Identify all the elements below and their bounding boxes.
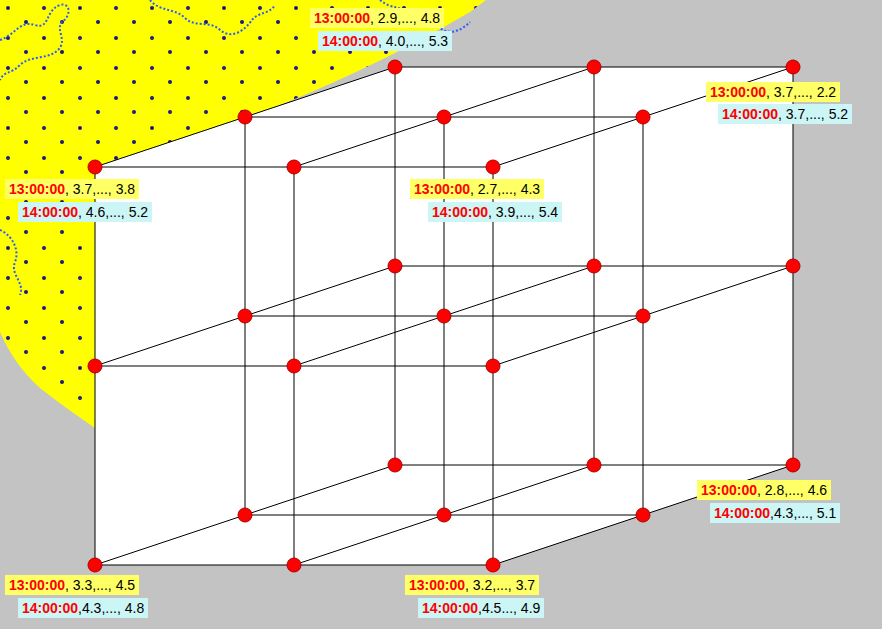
value-list: , 2.9,..., 4.8	[370, 10, 440, 26]
time-stamp: 14:00:00	[22, 204, 78, 220]
time-stamp: 14:00:00	[322, 33, 378, 49]
value-list: , 4.0,..., 5.3	[378, 33, 448, 49]
grid-point	[786, 259, 800, 273]
value-list: , 3.2,..., 3.7	[465, 577, 535, 593]
grid-point	[636, 508, 650, 522]
coastline	[0, 230, 21, 295]
time-label: 13:00:00, 2.7,..., 4.3	[410, 179, 544, 199]
grid-point	[636, 309, 650, 323]
value-list: ,4.3,..., 5.1	[770, 505, 836, 521]
cube-front	[95, 167, 493, 565]
grid-point	[587, 458, 601, 472]
time-label: 13:00:00, 2.8,..., 4.6	[697, 480, 831, 500]
grid-point	[388, 60, 402, 74]
grid-point	[786, 60, 800, 74]
grid-point	[287, 359, 301, 373]
grid-point	[486, 160, 500, 174]
time-stamp: 13:00:00	[9, 181, 65, 197]
grid-point	[287, 558, 301, 572]
coastline	[0, 5, 69, 80]
grid-point	[486, 359, 500, 373]
time-label: 13:00:00, 3.7,..., 3.8	[5, 179, 139, 199]
time-label: 14:00:00, 3.9,..., 5.4	[428, 202, 562, 222]
grid-point	[88, 558, 102, 572]
time-stamp: 14:00:00	[22, 600, 78, 616]
time-label: 14:00:00, 3.7,..., 5.2	[718, 104, 852, 124]
grid-point	[437, 508, 451, 522]
value-list: , 3.7,..., 3.8	[65, 181, 135, 197]
grid-point	[238, 110, 252, 124]
grid-point	[587, 60, 601, 74]
time-label: 13:00:00, 3.2,..., 3.7	[405, 575, 539, 595]
cube	[95, 67, 793, 565]
value-list: , 4.6,..., 5.2	[78, 204, 148, 220]
time-stamp: 13:00:00	[414, 181, 470, 197]
time-label: 14:00:00,4.3,..., 4.8	[18, 598, 148, 618]
time-stamp: 14:00:00	[722, 106, 778, 122]
time-label: 13:00:00, 3.3,..., 4.5	[5, 575, 139, 595]
time-stamp: 14:00:00	[714, 505, 770, 521]
grid-point	[786, 458, 800, 472]
grid-line	[493, 266, 793, 366]
time-stamp: 14:00:00	[422, 600, 478, 616]
grid-point	[88, 160, 102, 174]
time-label: 14:00:00,4.5..., 4.9	[418, 598, 544, 618]
grid-point	[587, 259, 601, 273]
value-list: , 3.3,..., 4.5	[65, 577, 135, 593]
time-stamp: 13:00:00	[314, 10, 370, 26]
grid-point	[388, 458, 402, 472]
value-list: , 3.7,..., 2.2	[766, 84, 836, 100]
value-list: , 2.8,..., 4.6	[757, 482, 827, 498]
grid-point	[287, 160, 301, 174]
value-list: , 3.7,..., 5.2	[778, 106, 848, 122]
time-label: 14:00:00, 4.6,..., 5.2	[18, 202, 152, 222]
time-label: 14:00:00, 4.0,..., 5.3	[318, 31, 452, 51]
time-label: 13:00:00, 3.7,..., 2.2	[706, 82, 840, 102]
grid-point	[388, 259, 402, 273]
grid-points	[88, 60, 800, 572]
grid-point	[636, 110, 650, 124]
time-stamp: 13:00:00	[710, 84, 766, 100]
time-stamp: 13:00:00	[9, 577, 65, 593]
lattice	[95, 67, 793, 565]
value-list: ,4.3,..., 4.8	[78, 600, 144, 616]
grid-point	[238, 508, 252, 522]
time-stamp: 13:00:00	[409, 577, 465, 593]
grid-point	[437, 110, 451, 124]
grid-point	[88, 359, 102, 373]
grid-point	[437, 309, 451, 323]
value-list: ,4.5..., 4.9	[478, 600, 540, 616]
time-label: 13:00:00, 2.9,..., 4.8	[310, 8, 444, 28]
grid-line	[294, 266, 594, 366]
grid-point	[486, 558, 500, 572]
value-list: , 2.7,..., 4.3	[470, 181, 540, 197]
time-label: 14:00:00,4.3,..., 5.1	[710, 503, 840, 523]
coastline	[150, 0, 275, 34]
value-list: , 3.9,..., 5.4	[488, 204, 558, 220]
time-stamp: 14:00:00	[432, 204, 488, 220]
grid-point	[238, 309, 252, 323]
time-stamp: 13:00:00	[701, 482, 757, 498]
